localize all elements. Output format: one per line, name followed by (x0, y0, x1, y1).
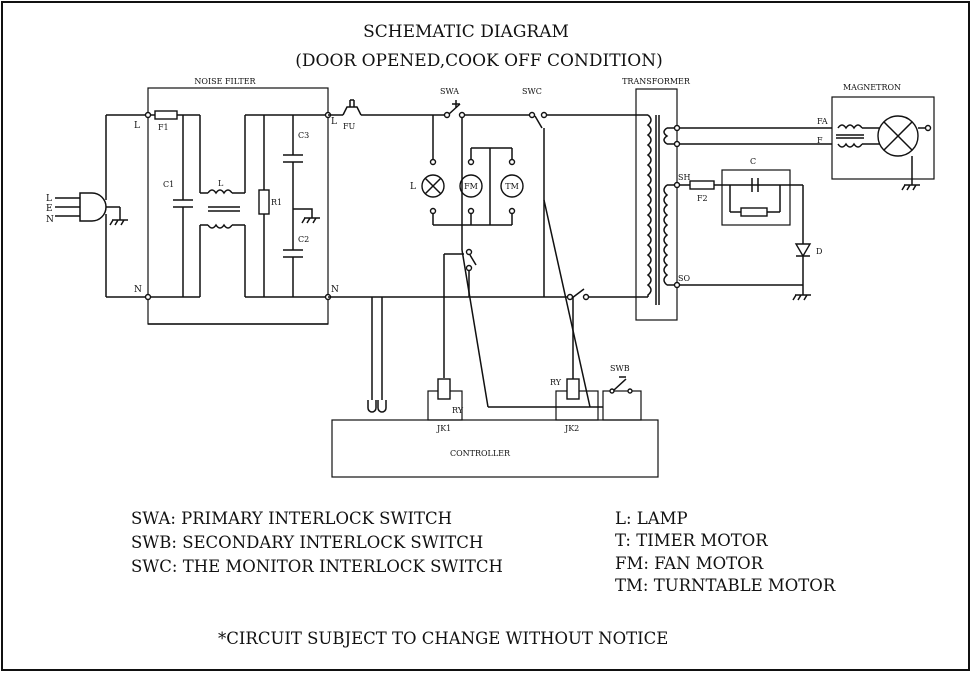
so-label: SO (678, 274, 690, 283)
controller-block (331, 297, 659, 478)
f2-label: F2 (697, 194, 708, 203)
lamp-label: L (410, 182, 416, 192)
f1-label: F1 (158, 123, 169, 132)
plug-label-n: N (46, 215, 54, 225)
transformer (635, 88, 681, 321)
c3-label: C3 (298, 131, 309, 140)
f-label: F (817, 136, 823, 145)
legend-lamp: L: LAMP (615, 509, 688, 528)
legend-swb: SWB: SECONDARY INTERLOCK SWITCH (131, 533, 483, 552)
nf-in-l-label: L (134, 121, 140, 131)
diode-d-label: D (816, 247, 822, 256)
magnetron (831, 96, 935, 191)
fm-label: FM (464, 182, 478, 191)
nf-in-n-label: N (134, 285, 142, 295)
c1-label: C1 (163, 180, 174, 189)
swa-label: SWA (440, 87, 459, 96)
transformer-label: TRANSFORMER (622, 77, 691, 86)
ry1-label: RY (452, 406, 464, 415)
sh-label: SH (678, 173, 690, 182)
noise-filter-label: NOISE FILTER (194, 77, 256, 86)
swc-label: SWC (522, 87, 542, 96)
legend-right: L: LAMP T: TIMER MOTOR FM: FAN MOTOR TM:… (615, 509, 836, 595)
nf-out-n-label: N (331, 285, 339, 295)
ry2-label: RY (550, 378, 562, 387)
choke-l-label: L (218, 179, 224, 188)
legend-left: SWA: PRIMARY INTERLOCK SWITCH SWB: SECON… (131, 509, 503, 576)
plug-label-e: E (46, 204, 53, 214)
nf-out-l-label: L (331, 117, 337, 127)
legend-swa: SWA: PRIMARY INTERLOCK SWITCH (131, 509, 452, 528)
title-line-1: SCHEMATIC DIAGRAM (363, 22, 569, 42)
loads-lamp-fan-turntable (421, 115, 603, 408)
footnote: *CIRCUIT SUBJECT TO CHANGE WITHOUT NOTIC… (218, 629, 668, 648)
title-line-2: (DOOR OPENED,COOK OFF CONDITION) (295, 51, 662, 71)
controller-connectors (367, 297, 387, 413)
swb-label: SWB (610, 364, 630, 373)
tm-label: TM (505, 182, 519, 191)
jk2-label: JK2 (564, 424, 579, 433)
legend-timer: T: TIMER MOTOR (615, 531, 768, 550)
noise-filter (144, 87, 332, 325)
fa-label: FA (817, 117, 828, 126)
r1-label: R1 (271, 198, 282, 207)
legend-swc: SWC: THE MONITOR INTERLOCK SWITCH (131, 557, 503, 576)
power-plug (55, 114, 148, 298)
high-voltage-section (679, 127, 832, 301)
legend-fan: FM: FAN MOTOR (615, 554, 764, 573)
cap-c-label: C (750, 157, 756, 166)
magnetron-label: MAGNETRON (843, 83, 901, 92)
fu-label: FU (343, 122, 356, 131)
controller-label: CONTROLLER (450, 449, 511, 458)
c2-label: C2 (298, 235, 309, 244)
jk1-label: JK1 (436, 424, 451, 433)
legend-turntable: TM: TURNTABLE MOTOR (615, 576, 836, 595)
plug-label-l: L (46, 194, 52, 204)
main-line-circuit (148, 99, 636, 325)
